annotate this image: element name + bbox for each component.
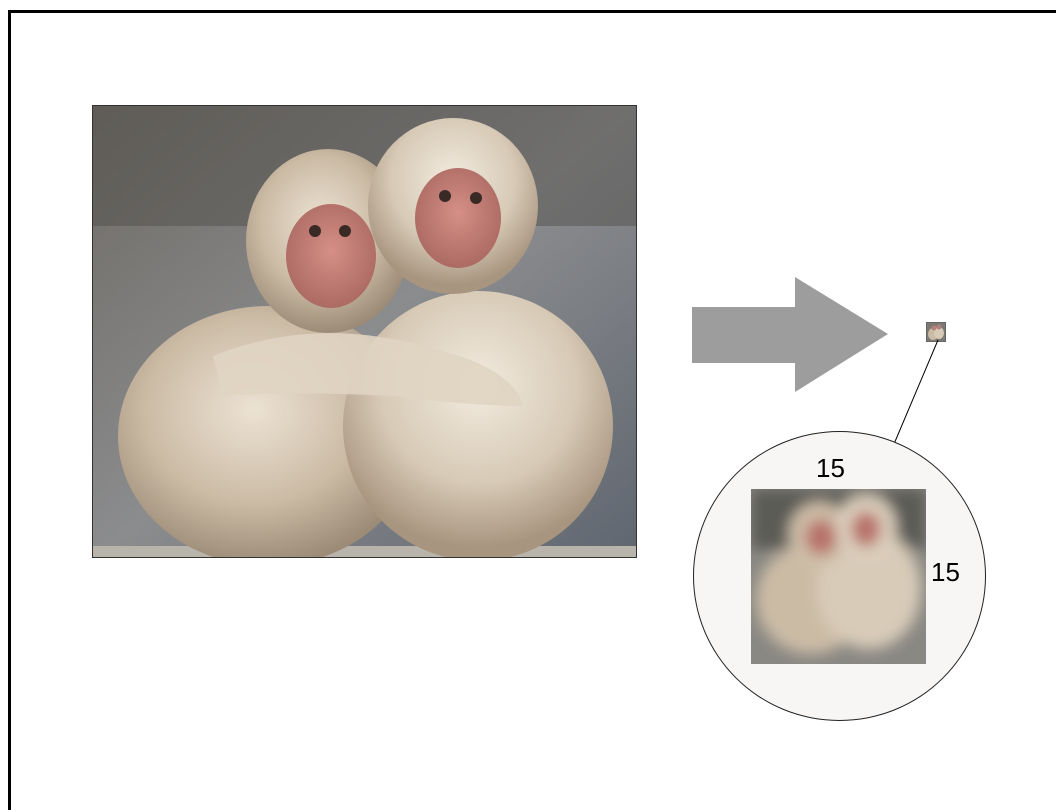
original-photo xyxy=(92,105,637,558)
right-arrow-icon xyxy=(692,277,888,392)
downsampled-thumbnail xyxy=(926,322,946,342)
monkeys-photo xyxy=(93,106,636,557)
height-label: 15 xyxy=(931,557,960,587)
slide-frame xyxy=(8,10,1056,810)
callout-line xyxy=(893,339,939,445)
zoomed-thumbnail xyxy=(751,489,926,664)
width-label: 15 xyxy=(816,453,845,483)
